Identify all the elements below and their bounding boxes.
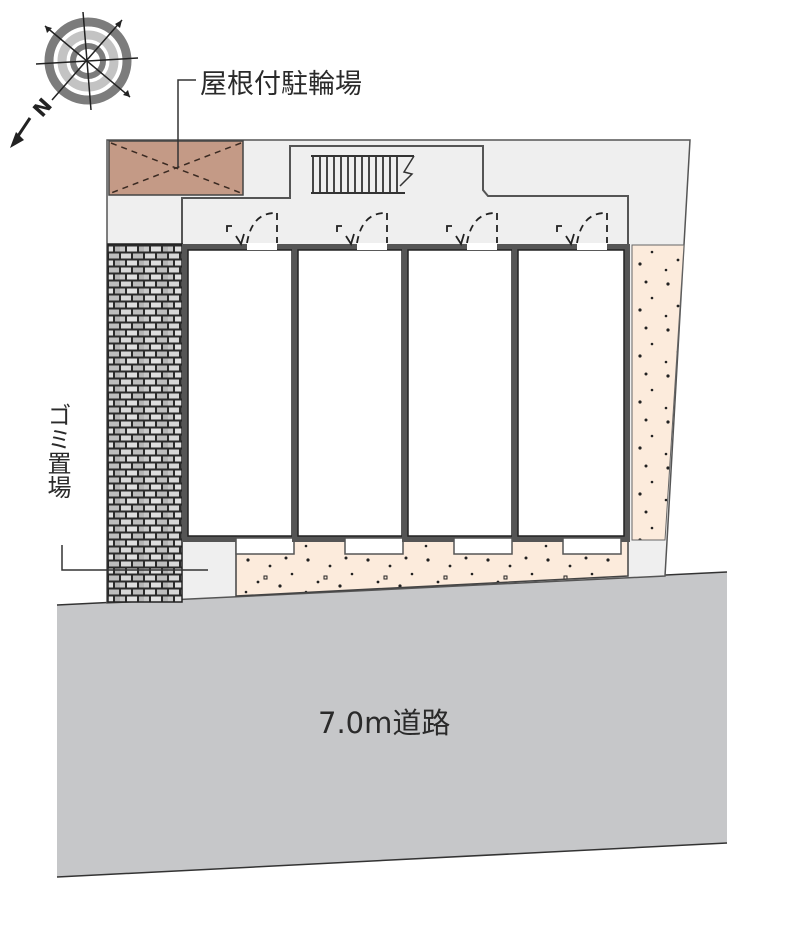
balcony: [453, 537, 513, 555]
building-outline: [181, 145, 629, 245]
unit-4: [512, 243, 630, 555]
bicycle-parking-leader: [177, 79, 196, 168]
svg-text:N: N: [28, 93, 57, 122]
door-opening: [577, 243, 607, 250]
bicycle-parking-area: [108, 140, 244, 196]
planting-strip-right: [631, 244, 685, 541]
door-opening: [357, 243, 387, 250]
unit-2: [292, 243, 408, 555]
door-opening: [247, 243, 277, 250]
door-swing-icons: [246, 212, 608, 244]
balcony: [235, 537, 295, 555]
balcony: [562, 537, 622, 555]
unit-3: [402, 243, 518, 555]
balcony: [344, 537, 404, 555]
bicycle-parking-label: 屋根付駐輪場: [200, 69, 362, 100]
compass-north-icon: N: [10, 11, 139, 148]
unit-1: [182, 243, 298, 555]
garbage-leader: [61, 545, 208, 571]
entry-marks: [226, 225, 575, 247]
stairs-icon: [311, 155, 415, 194]
garbage-area-label: ゴミ置場: [43, 403, 71, 499]
road: [57, 572, 727, 877]
door-opening: [467, 243, 497, 250]
brick-wall: [107, 243, 183, 603]
road-label: 7.0m道路: [318, 706, 451, 740]
